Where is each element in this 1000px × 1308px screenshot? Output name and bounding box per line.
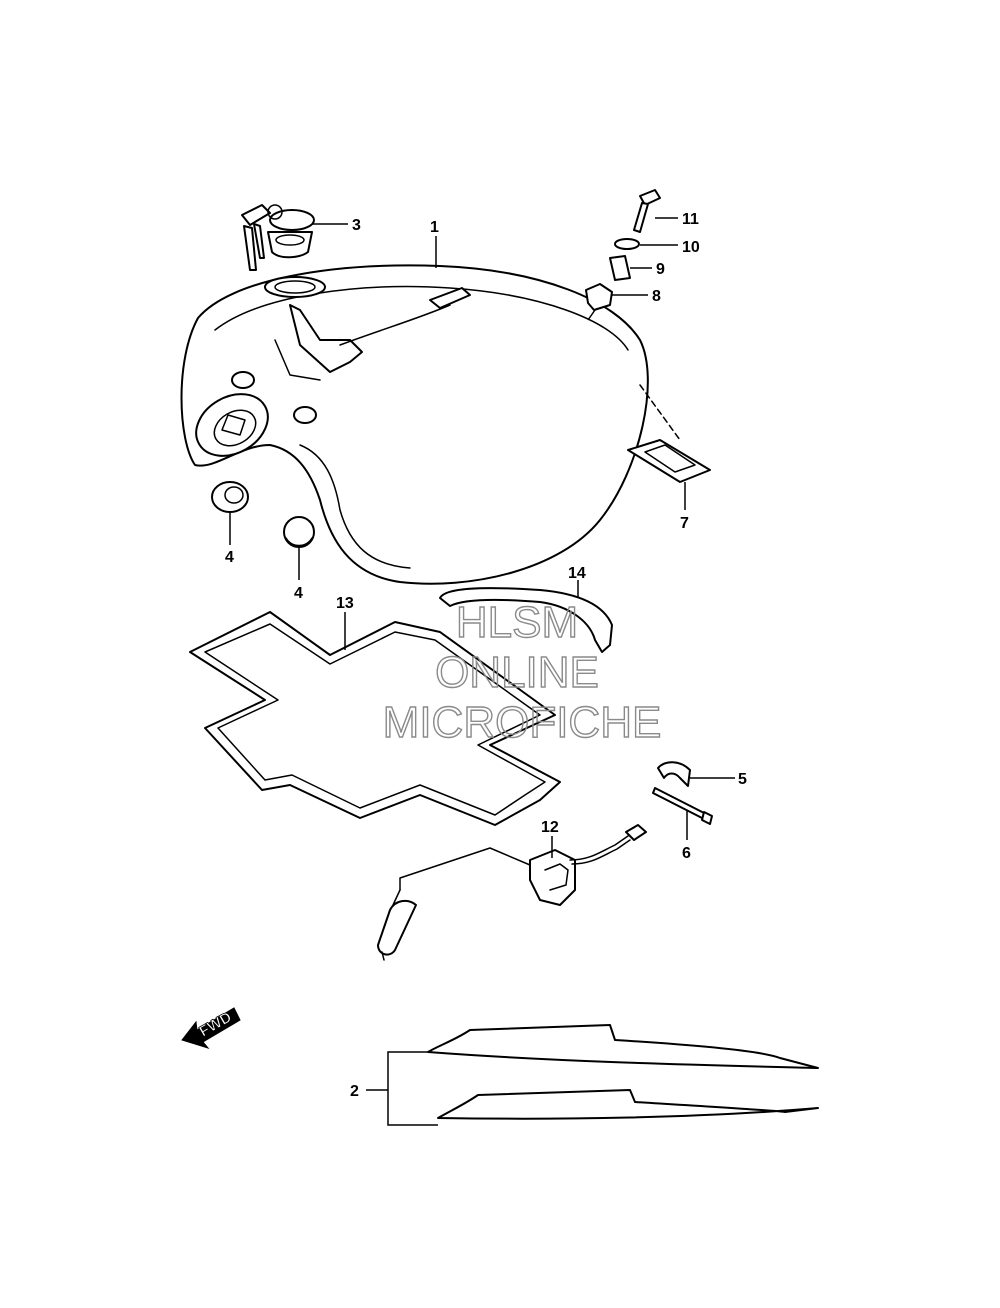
watermark-line-2: ONLINE (435, 648, 599, 697)
callout-6: 6 (682, 845, 691, 862)
collar-9 (609, 255, 631, 281)
fuel-tank (180, 264, 649, 585)
pad-7 (627, 384, 711, 483)
fwd-arrow-icon: FWD (181, 1007, 241, 1049)
cushion-8 (585, 283, 613, 311)
callout-9: 9 (656, 261, 665, 278)
gasket-14 (439, 587, 613, 653)
grommet-4b (283, 516, 315, 548)
callout-3: 3 (352, 217, 361, 234)
callout-1: 1 (430, 219, 439, 236)
watermark-line-1: HLSM (456, 598, 578, 647)
callout-10: 10 (682, 239, 700, 256)
callout-12: 12 (541, 819, 559, 836)
callout-4a: 4 (225, 549, 234, 566)
callout-2: 2 (350, 1083, 359, 1100)
bolt-11 (633, 189, 661, 233)
cable-tie-6 (652, 787, 713, 825)
callout-7: 7 (680, 515, 689, 532)
emblem-tape-2 (427, 1024, 819, 1120)
leader-2 (387, 1051, 438, 1126)
clamp-5 (657, 761, 691, 787)
grommet-4a (211, 481, 249, 513)
callout-14: 14 (568, 565, 586, 582)
watermark: HLSM ONLINE MICROFICHE (382, 597, 662, 747)
callout-5: 5 (738, 771, 747, 788)
callout-8: 8 (652, 288, 661, 305)
callout-4b: 4 (294, 585, 303, 602)
leader-8-to-tank (587, 309, 596, 321)
callout-13: 13 (336, 595, 354, 612)
washer-10 (614, 238, 640, 250)
fuel-level-sensor-12 (377, 824, 647, 961)
callout-11: 11 (682, 211, 699, 228)
gasket-13 (189, 611, 561, 826)
watermark-line-3: MICROFICHE (383, 698, 662, 747)
fuel-cap-with-keys (241, 204, 315, 271)
